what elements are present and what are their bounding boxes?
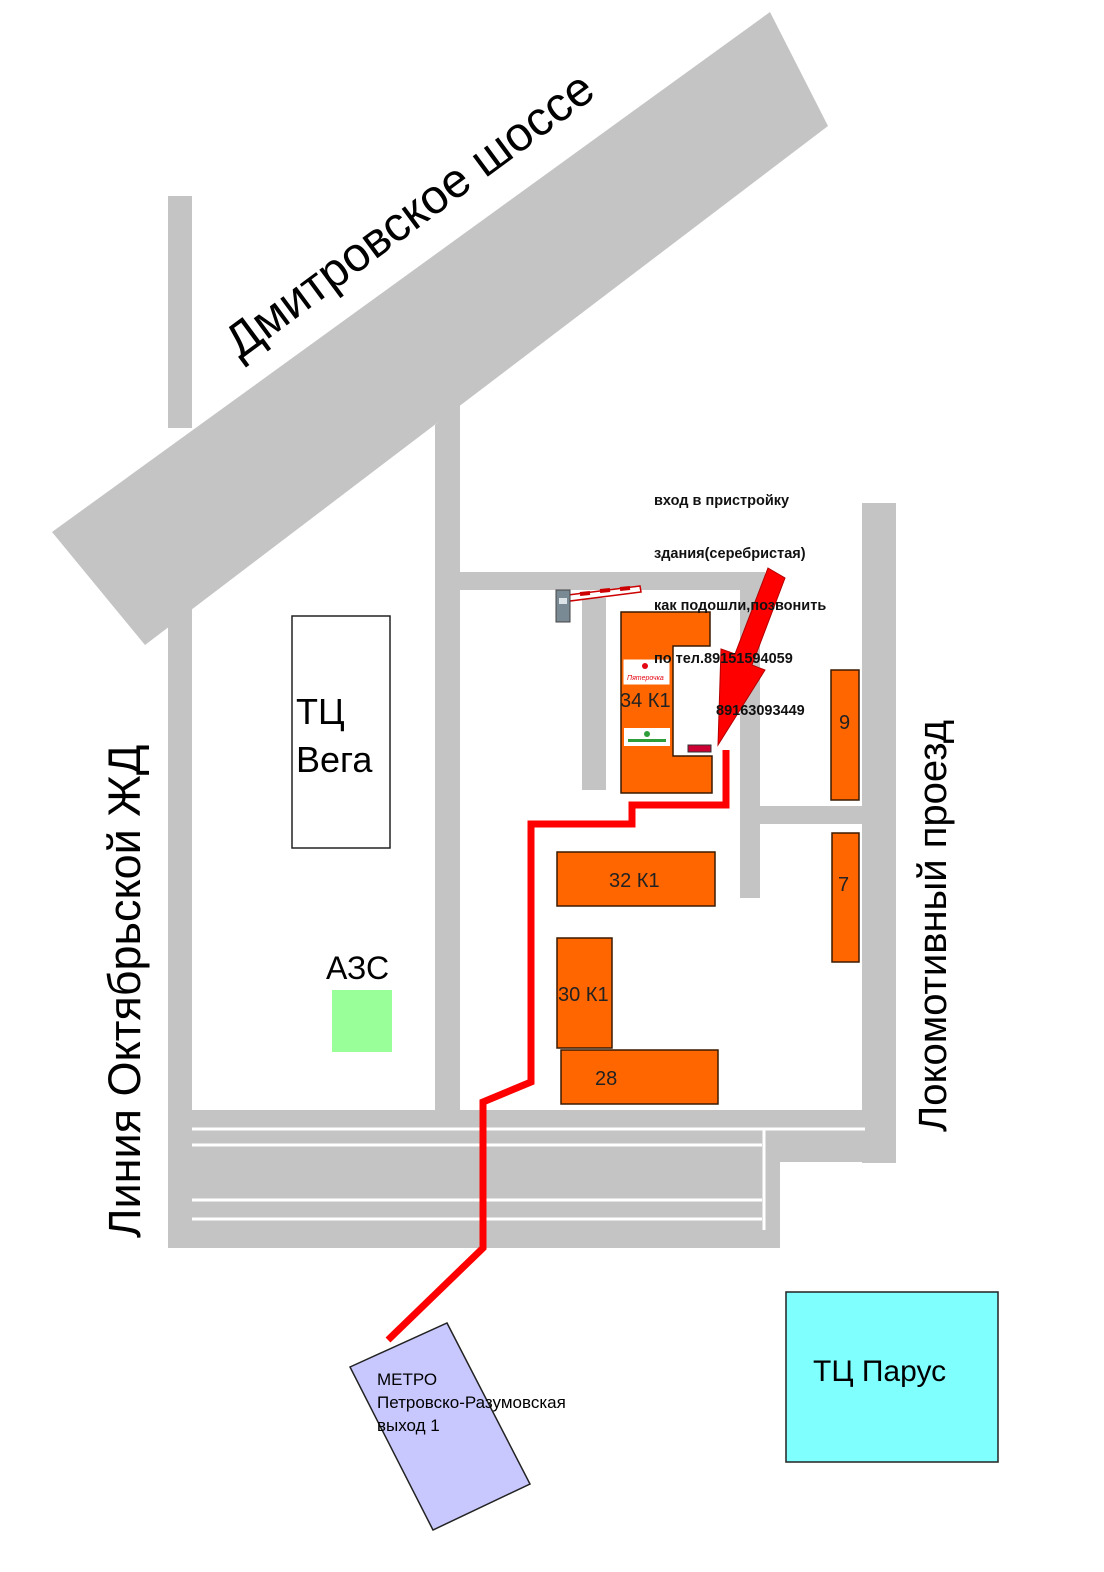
- road-top-horizontal: [435, 572, 765, 590]
- shop-logo-icon: [624, 728, 670, 746]
- pyaterochka-logo-text: Пятерочка: [627, 675, 664, 682]
- road-short: [582, 598, 606, 790]
- road-passage: [862, 503, 896, 1163]
- parus-building: [785, 1291, 999, 1463]
- building-30k1: [556, 937, 613, 1049]
- road-bottom-lane-2: [168, 1160, 780, 1248]
- azs-square: [332, 990, 392, 1052]
- building-34k1: [620, 611, 713, 794]
- pyaterochka-logo: Пятерочка: [623, 659, 670, 685]
- parus-label: ТЦ Парус: [813, 1355, 946, 1388]
- metro-building: [348, 1322, 532, 1531]
- passage-label: Локомотивный проезд: [911, 720, 955, 1132]
- entrance-arrow-icon: [717, 567, 786, 747]
- building-32k1: [556, 851, 716, 907]
- entrance-note-line-4: по тел.89151594059: [654, 650, 793, 667]
- pyaterochka-logo-icon: [642, 663, 648, 669]
- metro-label-line2: Петровско-Разумовская: [377, 1393, 566, 1412]
- azs-label: АЗС: [326, 950, 389, 986]
- walking-route: [385, 750, 730, 1343]
- buildings: [556, 611, 860, 1105]
- building-7: [831, 832, 860, 963]
- road-connector: [760, 806, 865, 824]
- building-30k1-label: 30 К1: [558, 984, 609, 1006]
- metro-label-line1: МЕТРО: [377, 1370, 437, 1389]
- barrier-gate-icon: [555, 585, 642, 623]
- road-middle: [435, 402, 460, 1160]
- building-34k1-label: 34 К1: [620, 690, 671, 712]
- entrance-marker: [687, 744, 712, 753]
- entrance-note-line-2: здания(серебристая): [654, 545, 806, 562]
- building-9: [830, 669, 860, 801]
- building-9-label: 9: [839, 712, 850, 734]
- vega-label-line1: ТЦ: [296, 691, 345, 732]
- entrance-note-phone-2: 89163093449: [716, 703, 805, 719]
- road-network: [52, 12, 896, 1248]
- building-28: [560, 1049, 719, 1105]
- road-bottom-lane-1: [168, 1110, 896, 1162]
- building-28-label: 28: [595, 1068, 617, 1090]
- vega-label-line2: Вега: [296, 739, 373, 780]
- entrance-note-line-3: как подошли,позвонить: [654, 598, 827, 614]
- entrance-note-line-1: вход в пристройку: [654, 493, 790, 509]
- road-left-upper: [168, 196, 192, 428]
- entrance-note: вход в пристройку здания(серебристая) ка…: [654, 458, 826, 738]
- building-32k1-label: 32 К1: [609, 870, 660, 892]
- metro-label-line3: выход 1: [377, 1416, 440, 1435]
- highway-road: [52, 12, 828, 645]
- railway-label: Линия Октябрьской ЖД: [99, 745, 150, 1238]
- vega-building: [291, 615, 391, 849]
- building-7-label: 7: [838, 874, 849, 896]
